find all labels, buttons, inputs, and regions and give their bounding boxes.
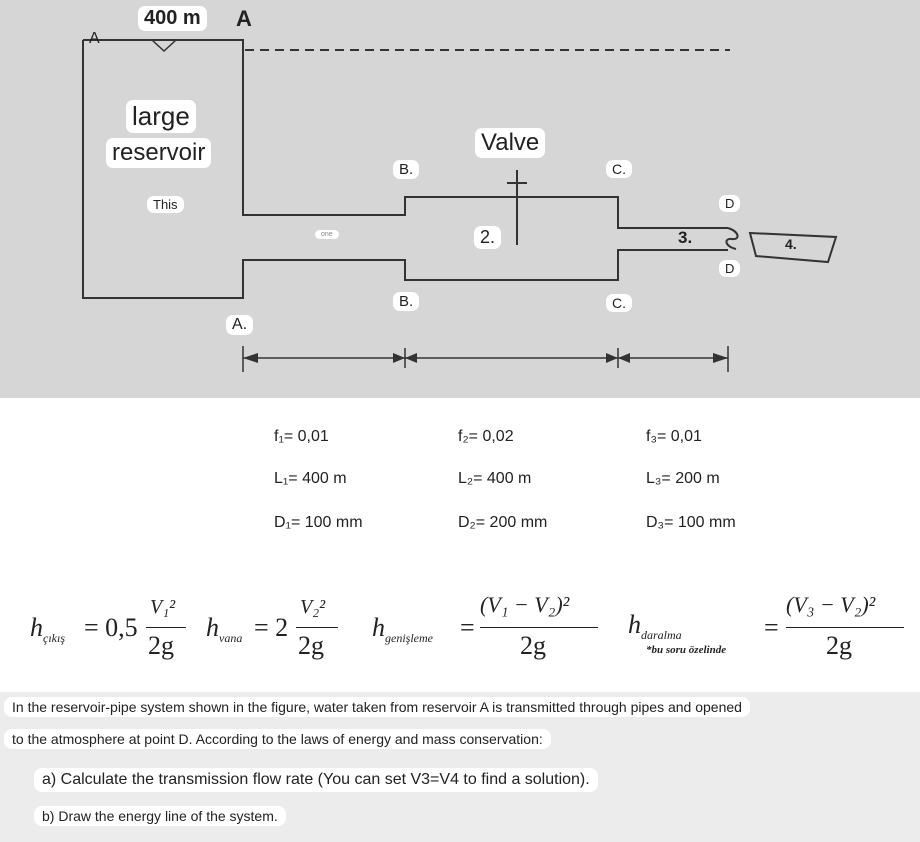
- exit-loss-fraction-bar: [146, 627, 186, 628]
- parameters-area: f₁= 0,01 L₁= 400 m D₁= 100 mm f₂= 0,02 L…: [0, 398, 920, 692]
- problem-line-1: In the reservoir-pipe system shown in th…: [4, 697, 750, 717]
- reservoir-label-line2: reservoir: [106, 138, 212, 168]
- pipe1-friction: f₁= 0,01: [274, 428, 329, 445]
- reservoir-label-line1: large: [126, 100, 196, 133]
- pipe3-diameter: D₃= 100 mm: [646, 514, 736, 531]
- point-d-top-label: D: [719, 195, 741, 212]
- point-b-top-label: B.: [393, 160, 420, 179]
- question-b: b) Draw the energy line of the system.: [34, 806, 286, 826]
- arrow-b: [393, 353, 417, 363]
- point-a-bottom-label: A.: [226, 315, 254, 335]
- outlet-label: 4.: [785, 236, 797, 252]
- pipe2-length: L₂= 400 m: [458, 470, 532, 487]
- expansion-loss-denominator: 2g: [520, 631, 546, 660]
- exit-loss-symbol: hçıkış: [30, 613, 65, 646]
- pipe3-label: 3.: [678, 228, 693, 247]
- arrow-left: [243, 353, 258, 363]
- problem-line-2: to the atmosphere at point D. According …: [4, 729, 551, 749]
- problem-text-area: In the reservoir-pipe system shown in th…: [0, 692, 920, 842]
- valve-loss-fraction-bar: [296, 627, 338, 628]
- contraction-loss-numerator: (V₃ − V₂)²: [786, 592, 876, 617]
- valve-loss-denominator: 2g: [298, 631, 324, 660]
- pipe-upper-wall: [235, 39, 728, 229]
- figure-area: A 400 m A large reservoir This one Valve…: [0, 0, 920, 398]
- valve-loss-rhs: = 2: [254, 613, 289, 642]
- point-c-bottom-label: C.: [606, 294, 632, 312]
- pipe3-friction: f₃= 0,01: [646, 428, 702, 445]
- point-c-top-label: C.: [606, 160, 632, 178]
- point-a-left-label: A: [89, 30, 100, 47]
- point-b-bottom-label: B.: [393, 292, 420, 311]
- reservoir-note: This: [147, 196, 184, 213]
- point-a-top-label: A: [236, 6, 252, 31]
- pipe-lower-wall: [82, 40, 728, 299]
- exit-loss-numerator: V₁²: [150, 596, 176, 618]
- valve-loss-numerator: V₂²: [300, 596, 326, 618]
- pipe2-label: 2.: [474, 226, 502, 249]
- valve-loss-symbol: hvana: [206, 613, 243, 646]
- pipe3-length: L₃= 200 m: [646, 470, 720, 487]
- elevation-label: 400 m: [138, 6, 207, 31]
- contraction-loss-note: *bu soru özelinde: [646, 644, 727, 656]
- exit-loss-denominator: 2g: [148, 631, 174, 660]
- outlet-jet: [725, 227, 739, 250]
- pipe1-length: L₁= 400 m: [274, 470, 347, 487]
- pipe2-friction: f₂= 0,02: [458, 428, 514, 445]
- arrow-right: [713, 353, 728, 363]
- expansion-loss-symbol: hgenişleme: [372, 613, 433, 646]
- contraction-loss-symbol: hdaralma: [628, 610, 682, 643]
- outlet-box: [748, 231, 838, 264]
- valve-label: Valve: [475, 128, 546, 158]
- exit-loss-rhs: = 0,5: [84, 613, 138, 642]
- arrow-c: [606, 353, 630, 363]
- water-level-symbol: [150, 39, 178, 53]
- pipe1-diameter: D₁= 100 mm: [274, 514, 363, 531]
- contraction-loss-equals: =: [764, 613, 779, 642]
- contraction-loss-denominator: 2g: [826, 631, 852, 660]
- expansion-loss-numerator: (V₁ − V₂)²: [480, 592, 570, 617]
- expansion-loss-fraction-bar: [480, 627, 598, 628]
- contraction-loss-fraction-bar: [786, 627, 904, 628]
- expansion-loss-equals: =: [460, 613, 475, 642]
- question-a: a) Calculate the transmission flow rate …: [34, 768, 598, 792]
- pipe2-diameter: D₂= 200 mm: [458, 514, 548, 531]
- point-d-bottom-label: D: [719, 260, 741, 277]
- reservoir-pipe-diagram: [82, 39, 838, 372]
- pipe1-label: one: [315, 230, 339, 239]
